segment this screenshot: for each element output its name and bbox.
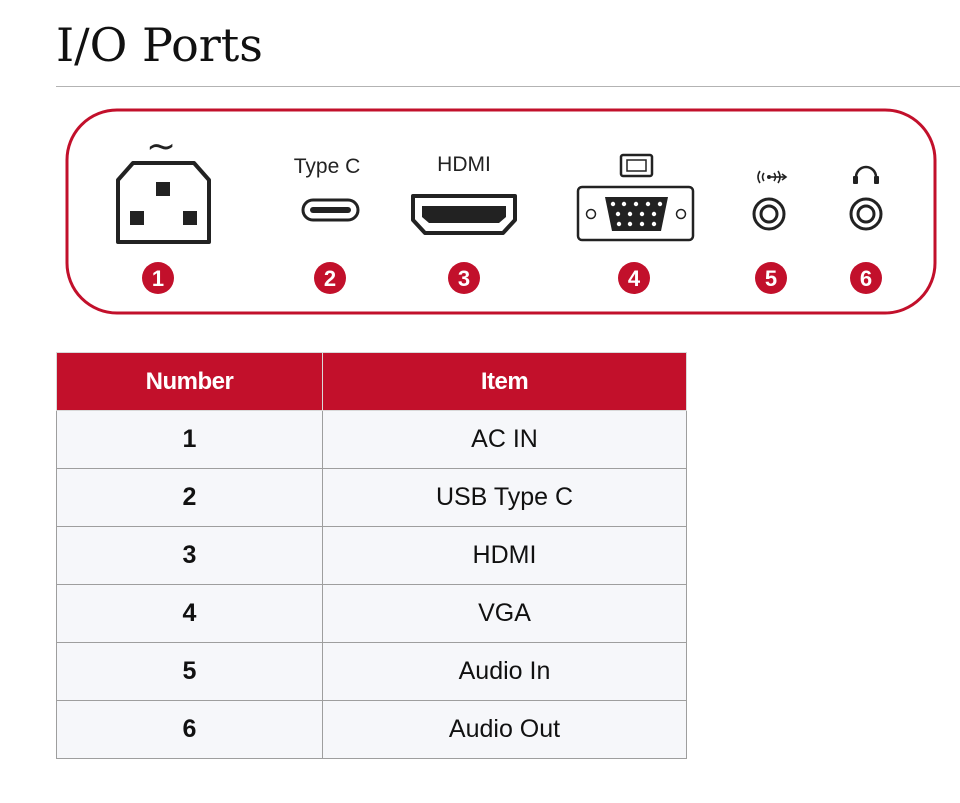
column-header-item: Item: [322, 352, 687, 411]
row-number: 1: [56, 410, 323, 469]
row-item: AC IN: [322, 410, 687, 469]
table-row: 1 AC IN: [56, 410, 687, 469]
headphones-icon: [849, 165, 883, 231]
page-title: I/O Ports: [56, 18, 263, 72]
table-row: 2 USB Type C: [56, 468, 687, 527]
port-badge-5: 5: [755, 262, 787, 294]
svg-text:3: 3: [458, 266, 470, 291]
ac-power-icon: ~: [116, 126, 211, 244]
port-label-hdmi: HDMI: [437, 153, 491, 176]
svg-text:1: 1: [152, 266, 164, 291]
ac-symbol: ~: [146, 126, 176, 167]
io-ports-table: Number Item 1 AC IN 2 USB Type C 3 HDMI …: [56, 352, 687, 759]
row-item: VGA: [322, 584, 687, 643]
column-header-number: Number: [56, 352, 323, 411]
table-row: 6 Audio Out: [56, 700, 687, 759]
vga-icon: [576, 153, 695, 242]
io-ports-diagram: ~ Type C HDMI: [65, 108, 937, 315]
row-number: 6: [56, 700, 323, 759]
table-row: 5 Audio In: [56, 642, 687, 701]
row-item: HDMI: [322, 526, 687, 585]
svg-text:5: 5: [765, 266, 777, 291]
svg-text:6: 6: [860, 266, 872, 291]
row-item: USB Type C: [322, 468, 687, 527]
table-row: 4 VGA: [56, 584, 687, 643]
port-label-type-c: Type C: [294, 155, 361, 178]
title-divider: [56, 86, 960, 87]
usb-type-c-icon: [301, 198, 360, 222]
audio-in-icon: [752, 170, 788, 231]
row-number: 2: [56, 468, 323, 527]
row-number: 5: [56, 642, 323, 701]
row-item: Audio In: [322, 642, 687, 701]
hdmi-icon: [411, 194, 517, 235]
table-row: 3 HDMI: [56, 526, 687, 585]
row-number: 4: [56, 584, 323, 643]
port-badge-3: 3: [448, 262, 480, 294]
port-badge-6: 6: [850, 262, 882, 294]
port-badge-1: 1: [142, 262, 174, 294]
port-badge-4: 4: [618, 262, 650, 294]
svg-text:2: 2: [324, 266, 336, 291]
row-item: Audio Out: [322, 700, 687, 759]
table-header-row: Number Item: [56, 352, 687, 411]
row-number: 3: [56, 526, 323, 585]
svg-text:4: 4: [628, 266, 641, 291]
port-badge-2: 2: [314, 262, 346, 294]
